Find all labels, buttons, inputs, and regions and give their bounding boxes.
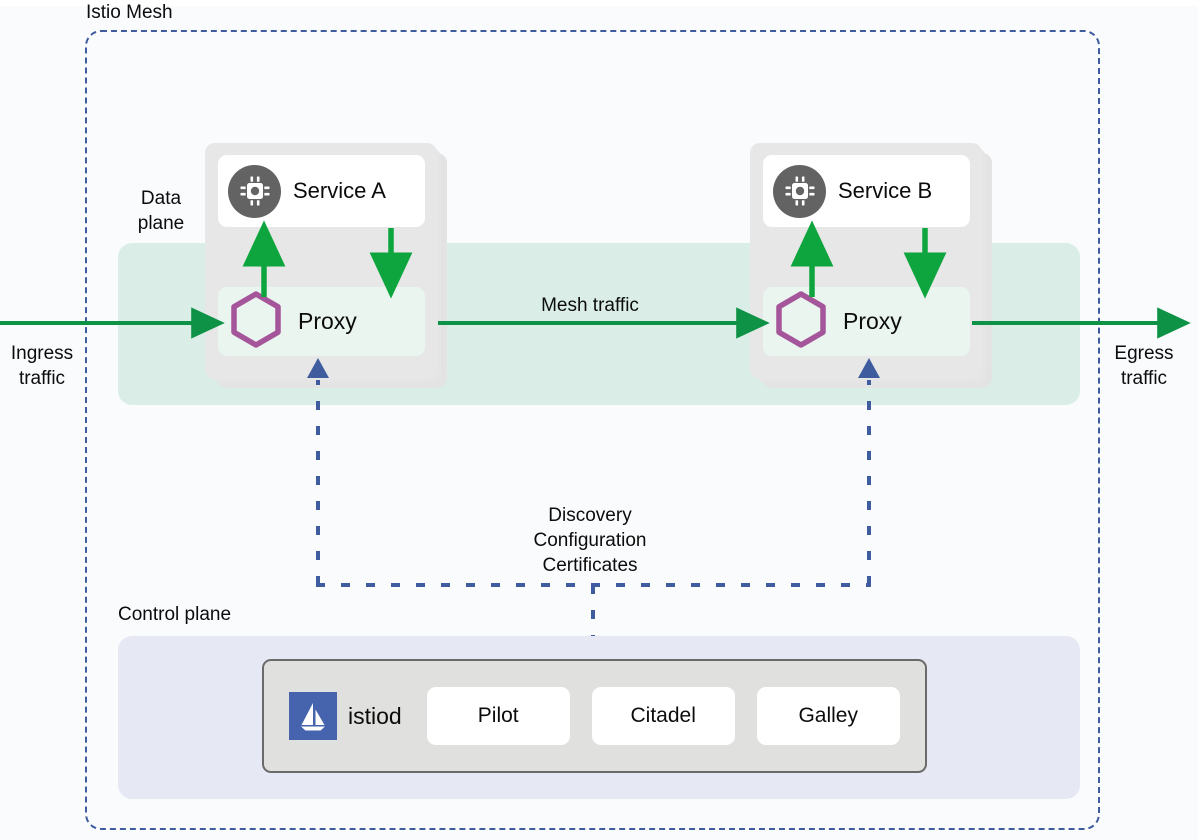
control-plane-component-galley[interactable]: Galley [756,687,900,745]
control-plane-component-pilot[interactable]: Pilot [426,687,570,745]
service-b-label: Service B [838,178,933,203]
egress-traffic-label-line1: Egress [1114,343,1174,364]
data-plane-label-line2: plane [137,213,185,234]
data-plane-label: Data plane [118,186,204,236]
discovery-label: Discovery [548,505,632,526]
pod-service-a: Service A Proxy [205,143,447,388]
certificates-label: Certificates [542,555,638,576]
istiod-container: istiod Pilot Citadel Galley [262,659,927,773]
pod-card: Service B Proxy [750,143,982,379]
cpu-chip-icon [773,164,826,218]
ingress-traffic-label-line1: Ingress [10,343,74,364]
istio-mesh-boundary [85,30,1100,830]
service-a-label: Service A [293,178,386,203]
proxy-container-a: Proxy [218,287,425,356]
istio-mesh-label: Istio Mesh [86,2,173,23]
proxy-a-label: Proxy [298,308,357,334]
service-container-a: Service A [218,155,425,227]
ingress-traffic-label: Ingress traffic [4,341,80,391]
top-white-strip [0,0,1198,6]
mesh-traffic-label: Mesh traffic [541,295,639,316]
control-plane-label: Control plane [118,604,232,625]
service-container-b: Service B [763,155,970,227]
istiod-label: istiod [348,702,402,729]
egress-traffic-label: Egress traffic [1108,341,1180,391]
data-plane-label-line1: Data [140,188,182,209]
envoy-hexagon-icon [230,290,282,353]
discovery-configuration-certificates-label: Discovery Configuration Certificates [494,503,686,578]
envoy-hexagon-icon [775,290,827,353]
ingress-traffic-label-line2: traffic [18,368,66,389]
configuration-label: Configuration [533,530,647,551]
istio-sailboat-icon [289,692,337,740]
proxy-container-b: Proxy [763,287,970,356]
control-plane-component-citadel[interactable]: Citadel [591,687,735,745]
cpu-chip-icon [228,164,281,218]
pod-card: Service A Proxy [205,143,437,379]
proxy-b-label: Proxy [843,308,902,334]
egress-traffic-label-line2: traffic [1120,368,1168,389]
pod-service-b: Service B Proxy [750,143,992,388]
